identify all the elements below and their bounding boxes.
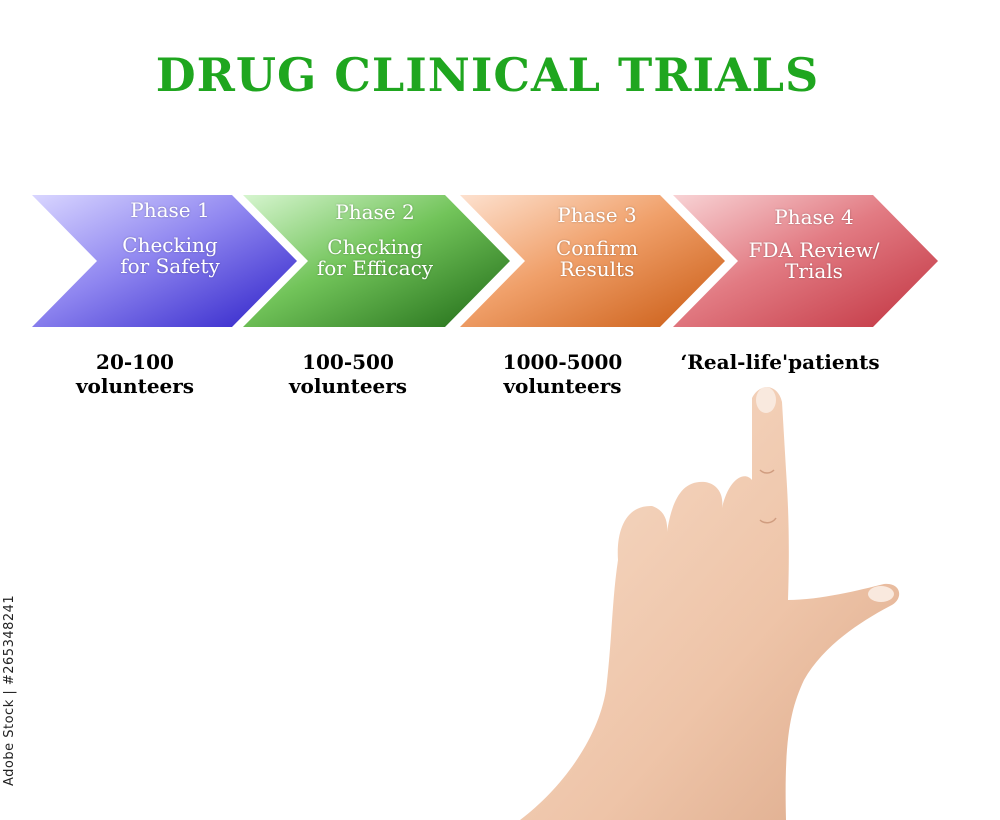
participants-type: volunteers bbox=[503, 374, 622, 398]
phase-1-label: Phase 1 Checking for Safety bbox=[100, 200, 240, 277]
phase-desc-line2: Trials bbox=[785, 259, 843, 283]
phase-desc-line2: Results bbox=[559, 257, 635, 281]
participants-count: 100-500 bbox=[302, 350, 394, 374]
phase-desc-line1: Checking bbox=[122, 233, 218, 257]
phase-title: Phase 2 bbox=[335, 200, 415, 224]
phase-4-participants: ‘Real-life'patients bbox=[680, 350, 880, 374]
phase-2-label: Phase 2 Checking for Efficacy bbox=[301, 202, 449, 279]
stock-watermark: Adobe Stock | #265348241 bbox=[2, 594, 17, 786]
participants-type: volunteers bbox=[75, 374, 195, 398]
pointing-hand-icon bbox=[520, 387, 900, 820]
phase-title: Phase 4 bbox=[774, 205, 854, 229]
phase-desc-line1: FDA Review/ bbox=[748, 238, 880, 262]
phase-2-participants: 100-500 volunteers bbox=[273, 350, 423, 398]
phase-4-label: Phase 4 FDA Review/ Trials bbox=[734, 207, 894, 282]
phase-3-participants: 1000-5000 volunteers bbox=[485, 350, 640, 398]
participants-count: 1000-5000 bbox=[502, 350, 623, 374]
participants-count: ‘Real-life'patients bbox=[680, 350, 880, 374]
phase-desc-line2: for Efficacy bbox=[316, 256, 434, 280]
chevron-phase-2 bbox=[243, 195, 510, 327]
participants-count: 20-100 bbox=[96, 350, 174, 374]
phase-desc-line1: Checking bbox=[327, 235, 423, 259]
page-title: DRUG CLINICAL TRIALS bbox=[155, 48, 820, 102]
chevron-phase-3 bbox=[460, 195, 725, 327]
participants-type: volunteers bbox=[288, 374, 408, 398]
phase-desc-line1: Confirm bbox=[555, 236, 639, 260]
phase-3-label: Phase 3 Confirm Results bbox=[522, 205, 672, 280]
phase-1-participants: 20-100 volunteers bbox=[60, 350, 210, 398]
phase-title: Phase 1 bbox=[130, 198, 210, 222]
phase-desc-line2: for Safety bbox=[120, 254, 220, 278]
chevron-phase-1 bbox=[32, 195, 297, 327]
chevron-phase-4 bbox=[673, 195, 938, 327]
phase-title: Phase 3 bbox=[557, 203, 637, 227]
